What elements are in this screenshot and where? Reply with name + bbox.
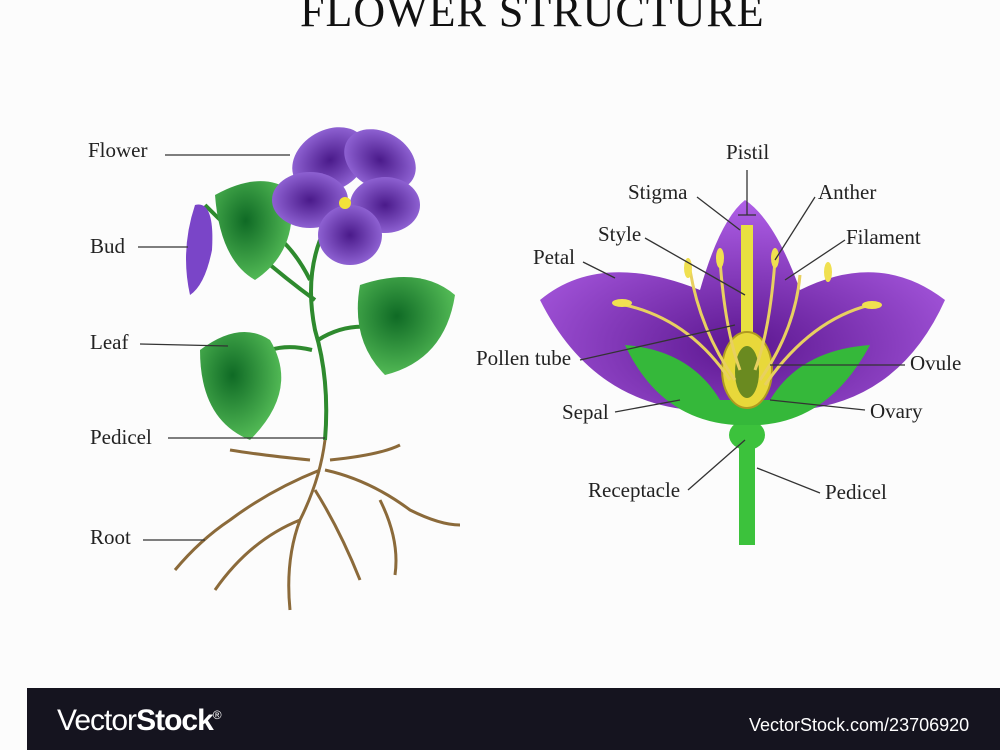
- label-petal: Petal: [533, 245, 575, 269]
- page-title: FLOWER STRUCTURE: [300, 0, 765, 36]
- label-flower: Flower: [88, 138, 148, 162]
- brand-logo: VectorStock®: [57, 704, 222, 738]
- ovules: [735, 346, 759, 398]
- registered-mark: ®: [212, 708, 222, 722]
- label-stigma: Stigma: [628, 180, 688, 204]
- brand-light: Vector: [57, 704, 137, 737]
- label-bud: Bud: [90, 234, 126, 258]
- label-ovary: Ovary: [870, 399, 923, 423]
- watermark-banner: VectorStock® VectorStock.com/23706920: [27, 688, 1000, 750]
- pedicel-stalk: [739, 440, 755, 545]
- label-pistil: Pistil: [726, 140, 770, 164]
- label-style: Style: [598, 222, 642, 246]
- plant-illustration: [173, 127, 461, 611]
- leaf-top: [215, 181, 292, 280]
- leader-lines: [138, 154, 905, 541]
- image-url: VectorStock.com/23706920: [749, 715, 970, 735]
- brand-bold: Stock: [136, 704, 214, 737]
- filaments: [624, 259, 871, 386]
- label-root: Root: [90, 525, 131, 549]
- leaf-left: [200, 332, 282, 440]
- label-pedicel-section: Pedicel: [825, 480, 887, 504]
- label-ovule: Ovule: [910, 351, 962, 375]
- leaf-right: [357, 277, 455, 375]
- label-receptacle: Receptacle: [588, 478, 681, 502]
- violet-flower: [272, 127, 420, 265]
- bud: [186, 204, 213, 295]
- label-sepal: Sepal: [562, 400, 609, 424]
- label-pollen-tube: Pollen tube: [476, 346, 572, 370]
- label-anther: Anther: [818, 180, 877, 204]
- flower-center: [339, 197, 351, 209]
- label-filament: Filament: [846, 225, 921, 249]
- label-pedicel: Pedicel: [90, 425, 152, 449]
- anthers: [612, 248, 882, 309]
- receptacle: [729, 420, 765, 450]
- roots: [173, 439, 461, 611]
- label-leaf: Leaf: [90, 330, 129, 354]
- style: [741, 225, 753, 355]
